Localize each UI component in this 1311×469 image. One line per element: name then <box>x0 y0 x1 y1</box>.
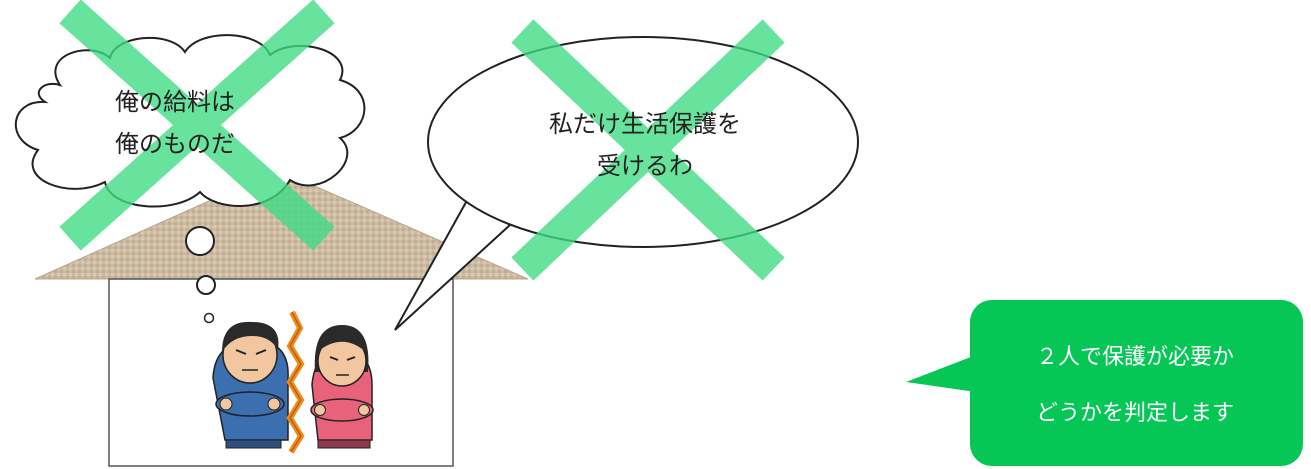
thought-dot-medium <box>196 275 216 295</box>
woman-figure <box>310 325 374 449</box>
green-bubble-line2: どうかを判定します <box>1035 401 1234 426</box>
cloud-bubble-line2: 俺のものだ <box>115 130 235 158</box>
green-bubble-line1: ２人で保護が必要か <box>1035 345 1234 370</box>
oval-bubble-line1: 私だけ生活保護を <box>549 110 741 138</box>
green-bubble-shape <box>970 300 1303 466</box>
oval-bubble-tail-cover <box>472 200 512 222</box>
thought-dot-large <box>185 226 215 256</box>
man-figure <box>212 321 289 449</box>
conflict-zigzag-outline <box>289 311 302 453</box>
oval-bubble-line2: 受けるわ <box>597 152 693 180</box>
cross-left <box>59 0 335 251</box>
cloud-bubble-line1: 俺の給料は <box>115 88 235 116</box>
cross-right <box>511 19 785 281</box>
green-bubble-tail <box>906 355 976 392</box>
thought-dot-small <box>203 312 215 324</box>
